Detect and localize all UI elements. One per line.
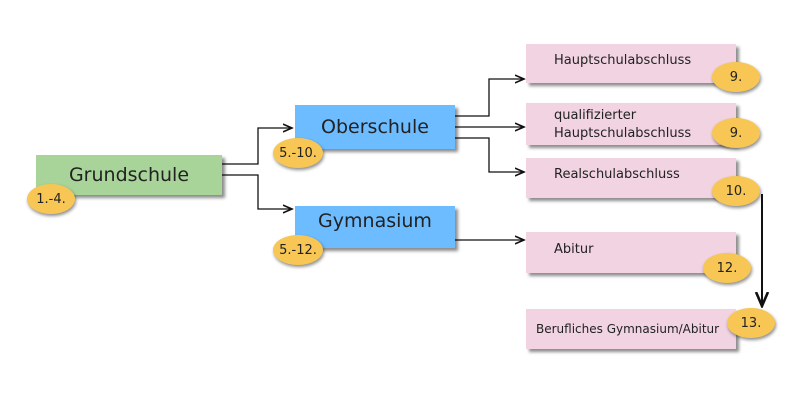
badge-qualifizierter: 9. <box>712 118 760 148</box>
node-berufliches: Berufliches Gymnasium/Abitur <box>526 309 736 349</box>
node-realschulabschluss: Realschulabschluss <box>526 158 736 198</box>
node-abitur: Abitur <box>526 232 736 273</box>
node-gymnasium-label: Gymnasium <box>318 210 432 232</box>
edge-grundschule-gymnasium <box>222 174 292 209</box>
node-realschulabschluss-label: Realschulabschluss <box>554 166 680 182</box>
edge-grundschule-oberschule <box>222 128 292 165</box>
badge-berufliches: 13. <box>727 308 775 338</box>
badge-oberschule: 5.-10. <box>273 138 323 168</box>
badge-realschulabschluss: 10. <box>712 176 760 206</box>
node-abitur-label: Abitur <box>554 242 594 257</box>
node-qualifizierter-line1: qualifizierter <box>554 107 637 123</box>
node-hauptschulabschluss-label: Hauptschulabschluss <box>554 53 692 68</box>
node-hauptschulabschluss: Hauptschulabschluss <box>526 44 736 83</box>
node-grundschule-label: Grundschule <box>68 164 190 186</box>
badge-abitur: 12. <box>703 253 751 283</box>
badge-grundschule: 1.-4. <box>27 184 75 214</box>
edge-oberschule-hauptschulabschluss <box>455 79 524 117</box>
edge-oberschule-realschulabschluss <box>455 137 524 172</box>
node-qualifizierter-line2: Hauptschulabschluss <box>554 125 692 141</box>
node-oberschule: Oberschule <box>295 105 455 149</box>
node-oberschule-label: Oberschule <box>321 116 429 138</box>
badge-hauptschulabschluss: 9. <box>712 62 760 92</box>
node-gymnasium: Gymnasium <box>295 206 455 248</box>
badge-gymnasium: 5.-12. <box>273 235 323 265</box>
node-berufliches-label: Berufliches Gymnasium/Abitur <box>536 322 720 336</box>
node-qualifizierter: qualifizierter Hauptschulabschluss <box>526 103 736 145</box>
